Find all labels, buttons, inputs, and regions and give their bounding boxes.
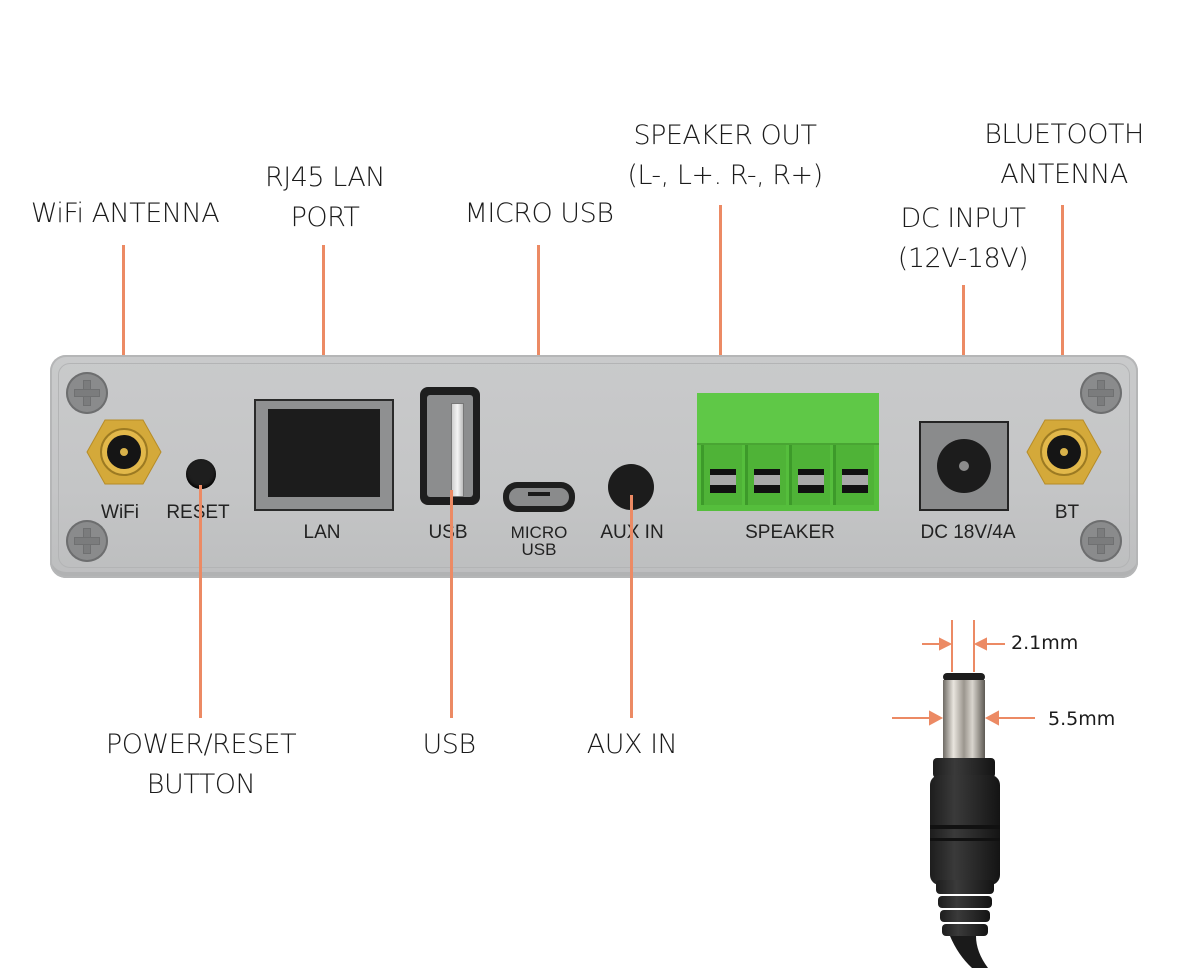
panel-label-wifi: WiFi: [101, 502, 139, 523]
dimension-inner-diameter: 2.1mm: [1011, 632, 1079, 654]
terminal-slot-l-plus[interactable]: [745, 445, 786, 505]
terminal-top: [697, 393, 879, 445]
leader-wifi: [122, 245, 125, 455]
dc-socket: [937, 439, 991, 493]
leader-bt: [1061, 205, 1064, 455]
speaker-terminal-block[interactable]: [697, 393, 879, 511]
micro-usb-socket: [509, 488, 569, 506]
terminal-slot-r-plus[interactable]: [833, 445, 874, 505]
panel-label-dc: DC 18V/4A: [920, 522, 1016, 543]
bluetooth-antenna-connector-icon[interactable]: [1026, 419, 1102, 485]
panel-label-line: USB: [521, 540, 557, 559]
screw-icon: [1080, 520, 1122, 562]
plug-housing: [930, 758, 1000, 968]
callout-power-reset-button: POWER/RESET BUTTON: [105, 725, 297, 805]
callout-line: (L-, L+. R-, R+): [627, 160, 823, 191]
usb-socket: [427, 395, 473, 497]
leader-reset: [199, 485, 202, 718]
callout-dc-input: DC INPUT (12V-18V): [897, 199, 1029, 279]
rj45-lan-port[interactable]: [254, 399, 394, 511]
micro-usb-port[interactable]: [503, 482, 575, 512]
lan-socket: [268, 409, 380, 497]
plug-barrel: [943, 673, 985, 765]
callout-line: WiFi ANTENNA: [30, 198, 220, 229]
dc-barrel-plug-illustration: [892, 620, 1035, 968]
callout-line: PORT: [290, 202, 360, 233]
wifi-antenna-connector-icon[interactable]: [86, 419, 162, 485]
screw-icon: [66, 520, 108, 562]
panel-label-micro-usb: MICRO USB: [511, 524, 568, 558]
callout-micro-usb: MICRO USB: [465, 194, 614, 234]
callout-line: RJ45 LAN: [265, 162, 386, 193]
terminal-hole: [710, 469, 736, 493]
terminal-hole: [798, 469, 824, 493]
callout-wifi-antenna: WiFi ANTENNA: [30, 194, 220, 234]
dc-pin: [959, 461, 969, 471]
callout-usb: USB: [422, 725, 476, 765]
callout-line: POWER/RESET: [105, 729, 297, 760]
panel-label-usb: USB: [428, 522, 468, 543]
callout-line: ANTENNA: [1000, 159, 1128, 190]
panel-label-lan: LAN: [303, 522, 341, 543]
callout-speaker-out: SPEAKER OUT (L-, L+. R-, R+): [627, 116, 823, 196]
terminal-hole: [842, 469, 868, 493]
screw-icon: [66, 372, 108, 414]
screw-icon: [1080, 372, 1122, 414]
callout-line: BUTTON: [146, 769, 256, 800]
terminal-slot-l-minus[interactable]: [701, 445, 742, 505]
panel-label-line: MICRO: [510, 523, 568, 542]
panel-label-bt: BT: [1054, 502, 1080, 523]
callout-line: MICRO USB: [464, 198, 614, 229]
callout-line: USB: [422, 729, 476, 760]
callout-rj45-lan-port: RJ45 LAN PORT: [265, 158, 386, 238]
leader-aux: [630, 495, 633, 718]
dimension-outer-diameter: 5.5mm: [1048, 708, 1116, 730]
callout-bluetooth-antenna: BLUETOOTH ANTENNA: [984, 115, 1144, 195]
micro-usb-pin: [528, 492, 550, 496]
terminal-slot-r-minus[interactable]: [789, 445, 830, 505]
callout-aux-in: AUX IN: [586, 725, 678, 765]
leader-usb: [450, 490, 453, 718]
callout-line: DC INPUT: [900, 203, 1026, 234]
callout-line: (12V-18V): [897, 243, 1029, 274]
callout-line: AUX IN: [586, 729, 678, 760]
usb-tongue: [451, 403, 464, 497]
usb-a-port[interactable]: [420, 387, 480, 505]
terminal-hole: [754, 469, 780, 493]
dc-power-jack[interactable]: [919, 421, 1009, 511]
dimension-2-1mm-markers: [922, 620, 1005, 672]
panel-bezel: [58, 363, 1130, 568]
panel-label-reset: RESET: [166, 502, 230, 523]
leader-lan: [322, 245, 325, 440]
dimension-5-5mm-markers: [892, 710, 1035, 726]
panel-label-speaker: SPEAKER: [745, 522, 835, 543]
callout-line: SPEAKER OUT: [633, 120, 817, 151]
callout-line: BLUETOOTH: [984, 119, 1144, 150]
leader-speaker: [719, 205, 722, 440]
reset-button[interactable]: [186, 459, 216, 489]
